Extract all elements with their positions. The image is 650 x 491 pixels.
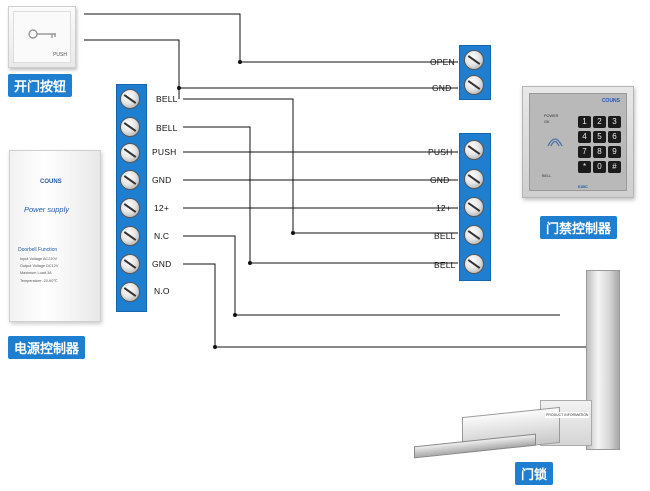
key-3: 3 [608, 116, 621, 128]
psu-subtitle: Doorbell Function [18, 247, 58, 253]
screw-terminal [120, 254, 140, 274]
controller-terminal-push: PUSH [428, 147, 453, 157]
screw-terminal [464, 225, 484, 245]
key-4: 4 [578, 131, 591, 143]
key-7: 7 [578, 146, 591, 158]
psu-terminal-nc: N.C [154, 231, 170, 241]
exit-button-label: 开门按钮 [8, 74, 73, 97]
key-9: 9 [608, 146, 621, 158]
psu-terminal-bell: BELL [156, 123, 178, 133]
controller-terminal-bell: BELL [434, 231, 456, 241]
screw-terminal [464, 75, 484, 95]
key-0: 0 [593, 161, 606, 173]
psu-spec: Maximum Load 3A [20, 271, 52, 275]
screw-terminal [464, 169, 484, 189]
access-controller-device: COUNS POWER OK BELL K55C 1 2 3 4 5 6 7 8… [522, 86, 634, 198]
key-5: 5 [593, 131, 606, 143]
screw-terminal [120, 143, 140, 163]
key-1: 1 [578, 116, 591, 128]
key-hash: # [608, 161, 621, 173]
key-2: 2 [593, 116, 606, 128]
controller-terminal-bell: BELL [434, 260, 456, 270]
screw-terminal [120, 89, 140, 109]
controller-terminal-gnd: GND [430, 175, 450, 185]
door-lock-label: 门锁 [515, 462, 554, 485]
keypad-model: K55C [578, 185, 588, 189]
junction-dot [233, 313, 237, 317]
psu-spec: Output Voltage DC12V [20, 264, 59, 268]
wire-exit-open [84, 13, 458, 63]
screw-terminal [120, 170, 140, 190]
wire-bell-1 [183, 98, 458, 234]
screw-terminal [464, 197, 484, 217]
bell-label: BELL [542, 174, 552, 178]
controller-terminal-12v: 12+ [436, 203, 452, 213]
screw-terminal [120, 198, 140, 218]
power-controller-label: 电源控制器 [8, 336, 86, 359]
power-led-label: POWER [544, 114, 559, 118]
screw-terminal [120, 117, 140, 137]
key-6: 6 [608, 131, 621, 143]
screw-terminal [464, 140, 484, 160]
psu-terminal-bell: BELL [156, 94, 178, 104]
junction-dot [213, 345, 217, 349]
access-controller-label: 门禁控制器 [540, 216, 618, 239]
psu-brand: COUNS [40, 179, 62, 185]
psu-spec: Temperature -20-60℃ [20, 279, 58, 283]
lock-plate-text: PRODUCT INFORMATION [545, 412, 590, 418]
screw-terminal [464, 254, 484, 274]
psu-terminal-gnd: GND [152, 175, 172, 185]
junction-dot [248, 261, 252, 265]
wire-bell-2 [183, 126, 458, 264]
key-8: 8 [593, 146, 606, 158]
screw-terminal [120, 282, 140, 302]
push-text: PUSH [53, 52, 67, 58]
psu-terminal-12v: 12+ [154, 203, 170, 213]
exit-button-device: PUSH [8, 6, 76, 68]
wire-exit-gnd [84, 39, 458, 89]
ok-led-label: OK [544, 120, 550, 124]
keypad-brand: COUNS [601, 98, 620, 104]
key-icon [28, 29, 56, 39]
key-star: * [578, 161, 591, 173]
psu-terminal-no: N.O [154, 286, 170, 296]
screw-terminal [464, 50, 484, 70]
wire-nc-lock [183, 235, 560, 316]
controller-terminal-open: OPEN [430, 57, 455, 67]
psu-terminal-gnd: GND [152, 259, 172, 269]
wire-gnd-lock [183, 263, 600, 348]
psu-spec: Input Voltage AC220V [20, 257, 58, 261]
rfid-icon [547, 138, 563, 147]
controller-terminal-gnd: GND [432, 83, 452, 93]
screw-terminal [120, 226, 140, 246]
junction-dot [291, 231, 295, 235]
junction-dot [238, 60, 242, 64]
power-supply-device: COUNS Power supply Doorbell Function Inp… [9, 150, 101, 322]
junction-dot [177, 86, 181, 90]
psu-terminal-push: PUSH [152, 147, 177, 157]
psu-title: Power supply [24, 205, 70, 214]
